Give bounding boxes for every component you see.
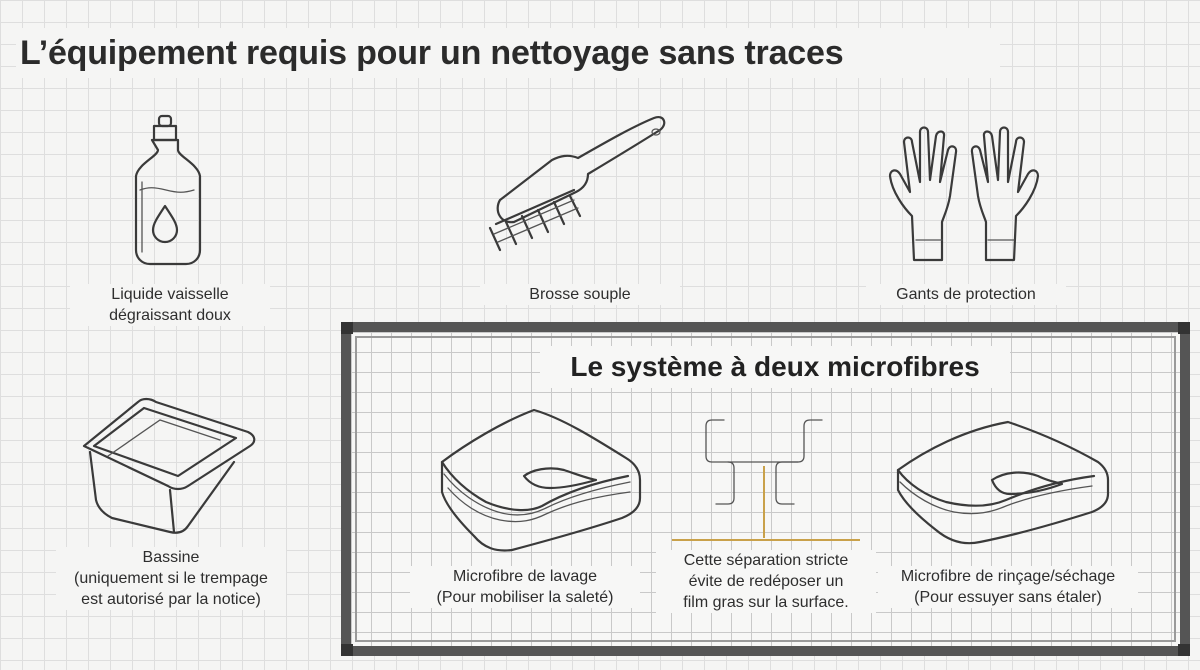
panel-corner [341, 322, 353, 334]
separator-note: Cette séparation stricte évite de redépo… [656, 550, 876, 613]
system-title: Le système à deux microfibres [540, 346, 1010, 388]
panel-corner [1178, 322, 1190, 334]
panel-corner [1178, 644, 1190, 656]
folded-microfiber-icon [440, 408, 642, 552]
brush-label: Brosse souple [480, 284, 680, 305]
gloves-label: Gants de protection [866, 284, 1066, 305]
folded-microfiber-icon [896, 420, 1110, 545]
panel-corner [341, 644, 353, 656]
detergent-bottle-icon [134, 114, 202, 266]
rubber-gloves-icon [888, 126, 1040, 262]
separation-bracket-icon [672, 419, 860, 541]
page-title: L’équipement requis pour un nettoyage sa… [16, 28, 1000, 78]
wash-microfiber-label: Microfibre de lavage (Pour mobiliser la … [410, 566, 640, 608]
detergent-label: Liquide vaisselle dégraissant doux [70, 284, 270, 326]
scrub-brush-icon [488, 116, 666, 252]
basin-label: Bassine (uniquement si le trempage est a… [56, 547, 286, 610]
rinse-microfiber-label: Microfibre de rinçage/séchage (Pour essu… [878, 566, 1138, 608]
basin-icon [82, 397, 256, 534]
